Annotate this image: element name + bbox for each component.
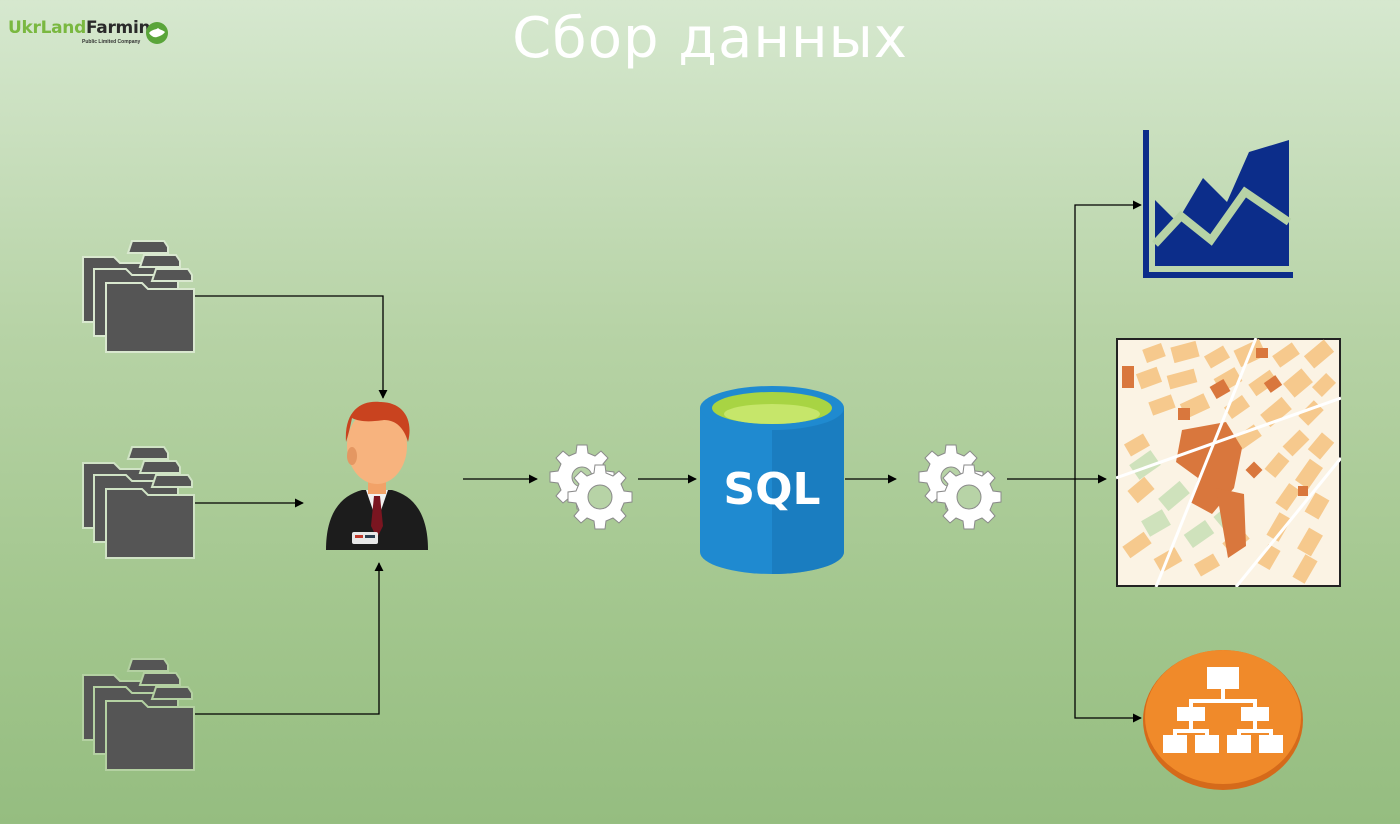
org-chart-icon (1143, 650, 1303, 790)
database-cylinder-icon (700, 386, 844, 574)
connector-to-orgchart (1074, 479, 1142, 723)
businessman-icon (326, 401, 428, 550)
connector-folder3-to-analyst (195, 562, 384, 715)
gear-icon (918, 444, 1002, 530)
area-chart-icon (1143, 130, 1293, 278)
connector-to-chart (1074, 200, 1142, 479)
logo-emblem-icon (146, 22, 168, 44)
connector-folder1-to-analyst (195, 295, 388, 399)
database-label: SQL (723, 464, 821, 515)
folder-stack-icon (82, 446, 195, 559)
logo-wordmark: UkrLandFarming (8, 18, 163, 38)
sql-database: SQL (699, 384, 845, 576)
page-title: Сбор данных (512, 6, 908, 71)
gear-icon (549, 444, 633, 530)
logo-subtitle: Public Limited Company (82, 39, 141, 45)
city-map-icon (1116, 338, 1341, 587)
folder-stack-icon (82, 240, 195, 353)
folder-stack-icon (82, 658, 195, 771)
